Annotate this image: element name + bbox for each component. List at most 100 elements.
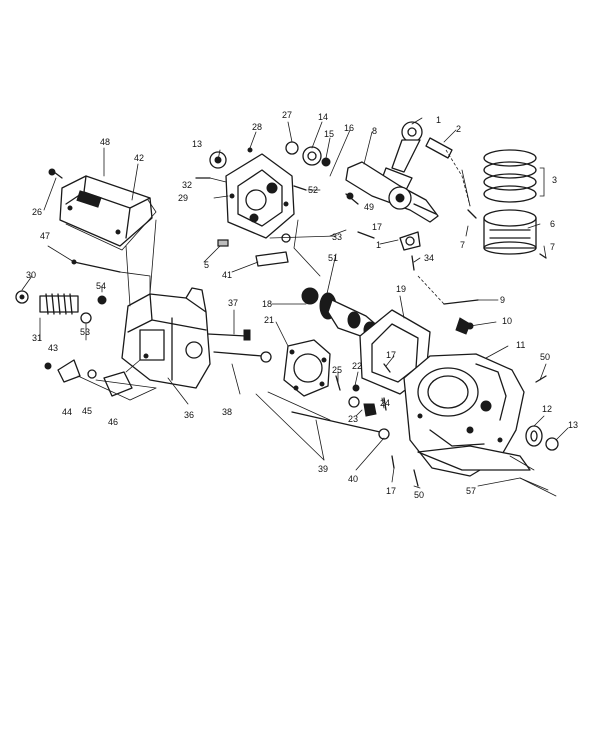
callout-46: 46 — [108, 417, 118, 427]
piston — [483, 209, 537, 255]
callout-24: 24 — [380, 398, 390, 408]
callout-7-left: 7 — [460, 240, 465, 250]
breather-group — [44, 359, 133, 397]
callout-31: 31 — [32, 333, 42, 343]
dowel-pin — [247, 147, 253, 153]
callout-30: 30 — [26, 270, 36, 280]
head-bolt-upper-head — [243, 329, 251, 341]
callout-27: 27 — [282, 110, 292, 120]
long-bolt — [291, 411, 381, 433]
callout-11: 11 — [516, 340, 525, 350]
callout-39: 39 — [318, 464, 328, 474]
pin-clip-right — [539, 253, 547, 259]
callout-labels: 48 42 26 47 30 31 53 54 43 44 45 46 36 3… — [26, 110, 578, 500]
cover-screw — [48, 168, 63, 179]
callout-13-right: 13 — [568, 420, 578, 430]
callout-8: 8 — [372, 126, 377, 136]
push-rod — [73, 261, 121, 273]
callout-5: 5 — [204, 260, 209, 270]
callout-18: 18 — [262, 299, 272, 309]
drain-plug-lower — [413, 469, 419, 487]
oil-seal — [545, 437, 559, 451]
breather-reed — [363, 403, 377, 417]
callout-48: 48 — [100, 137, 110, 147]
callout-52: 52 — [308, 185, 318, 195]
crankcase-dowel — [383, 363, 391, 373]
piston-rings — [483, 149, 537, 203]
cylinder-block — [403, 353, 525, 477]
callout-14: 14 — [318, 112, 328, 122]
governor-pin — [293, 185, 307, 191]
callout-1-top: 1 — [436, 115, 441, 125]
callout-42: 42 — [134, 153, 144, 163]
callout-16: 16 — [344, 123, 354, 133]
cam-gear — [301, 287, 319, 305]
dowel-lower — [391, 455, 395, 469]
leader-lines — [21, 117, 569, 497]
callout-1-cap: 1 — [376, 240, 381, 250]
callout-40: 40 — [348, 474, 358, 484]
callout-3: 3 — [552, 175, 557, 185]
callout-41: 41 — [222, 270, 232, 280]
callout-44: 44 — [62, 407, 72, 417]
callout-13: 13 — [192, 139, 202, 149]
callout-57: 57 — [466, 486, 476, 496]
breather-screw — [383, 397, 387, 411]
piston-pin — [425, 137, 453, 159]
cylinder-head — [121, 287, 211, 389]
callout-33: 33 — [332, 232, 342, 242]
valve-keeper — [97, 295, 107, 305]
rod-cap — [399, 231, 421, 251]
callout-6: 6 — [550, 219, 555, 229]
callout-25: 25 — [332, 365, 342, 375]
callout-34: 34 — [424, 253, 434, 263]
cover-gasket-strip — [255, 251, 289, 267]
callout-2: 2 — [456, 124, 461, 134]
callout-10: 10 — [502, 316, 512, 326]
callout-26: 26 — [32, 207, 42, 217]
head-bolt-lower-head — [260, 351, 272, 363]
callout-22: 22 — [352, 361, 362, 371]
callout-9: 9 — [500, 295, 505, 305]
callout-32: 32 — [182, 180, 192, 190]
dowel-upper — [357, 231, 375, 239]
breather-tube — [335, 375, 341, 391]
valve-spring — [39, 293, 79, 315]
callout-36: 36 — [184, 410, 194, 420]
callout-47: 47 — [40, 231, 50, 241]
callout-54: 54 — [96, 281, 106, 291]
spring-retainer — [15, 290, 29, 304]
callout-49: 49 — [364, 202, 374, 212]
callout-38: 38 — [222, 407, 232, 417]
callout-21: 21 — [264, 315, 274, 325]
head-bolt-lower — [213, 351, 263, 357]
cover-plug — [217, 239, 229, 247]
callout-45: 45 — [82, 406, 92, 416]
head-bolt-upper — [207, 333, 247, 337]
thrust-washer — [285, 141, 299, 155]
callout-50-low: 50 — [414, 490, 424, 500]
callout-43: 43 — [48, 343, 58, 353]
callout-17-top: 17 — [372, 222, 382, 232]
callout-23: 23 — [348, 414, 358, 424]
valve-seal — [80, 312, 92, 324]
valve-cover — [59, 175, 153, 247]
head-gasket — [283, 339, 331, 397]
callout-19: 19 — [396, 284, 406, 294]
callout-28: 28 — [252, 122, 262, 132]
rod-bolt — [411, 255, 415, 271]
callout-29: 29 — [178, 193, 188, 203]
callout-17-low: 17 — [386, 486, 396, 496]
callout-50-top: 50 — [540, 352, 550, 362]
callout-7-right: 7 — [550, 242, 555, 252]
bearing-spacer — [321, 157, 331, 167]
main-seal — [525, 425, 543, 447]
callout-53: 53 — [80, 327, 90, 337]
pin-clip-left — [467, 209, 477, 219]
main-bearing — [302, 146, 322, 166]
side-cover — [225, 153, 295, 239]
crankcase-base — [417, 445, 531, 471]
callout-17-mid: 17 — [386, 350, 396, 360]
